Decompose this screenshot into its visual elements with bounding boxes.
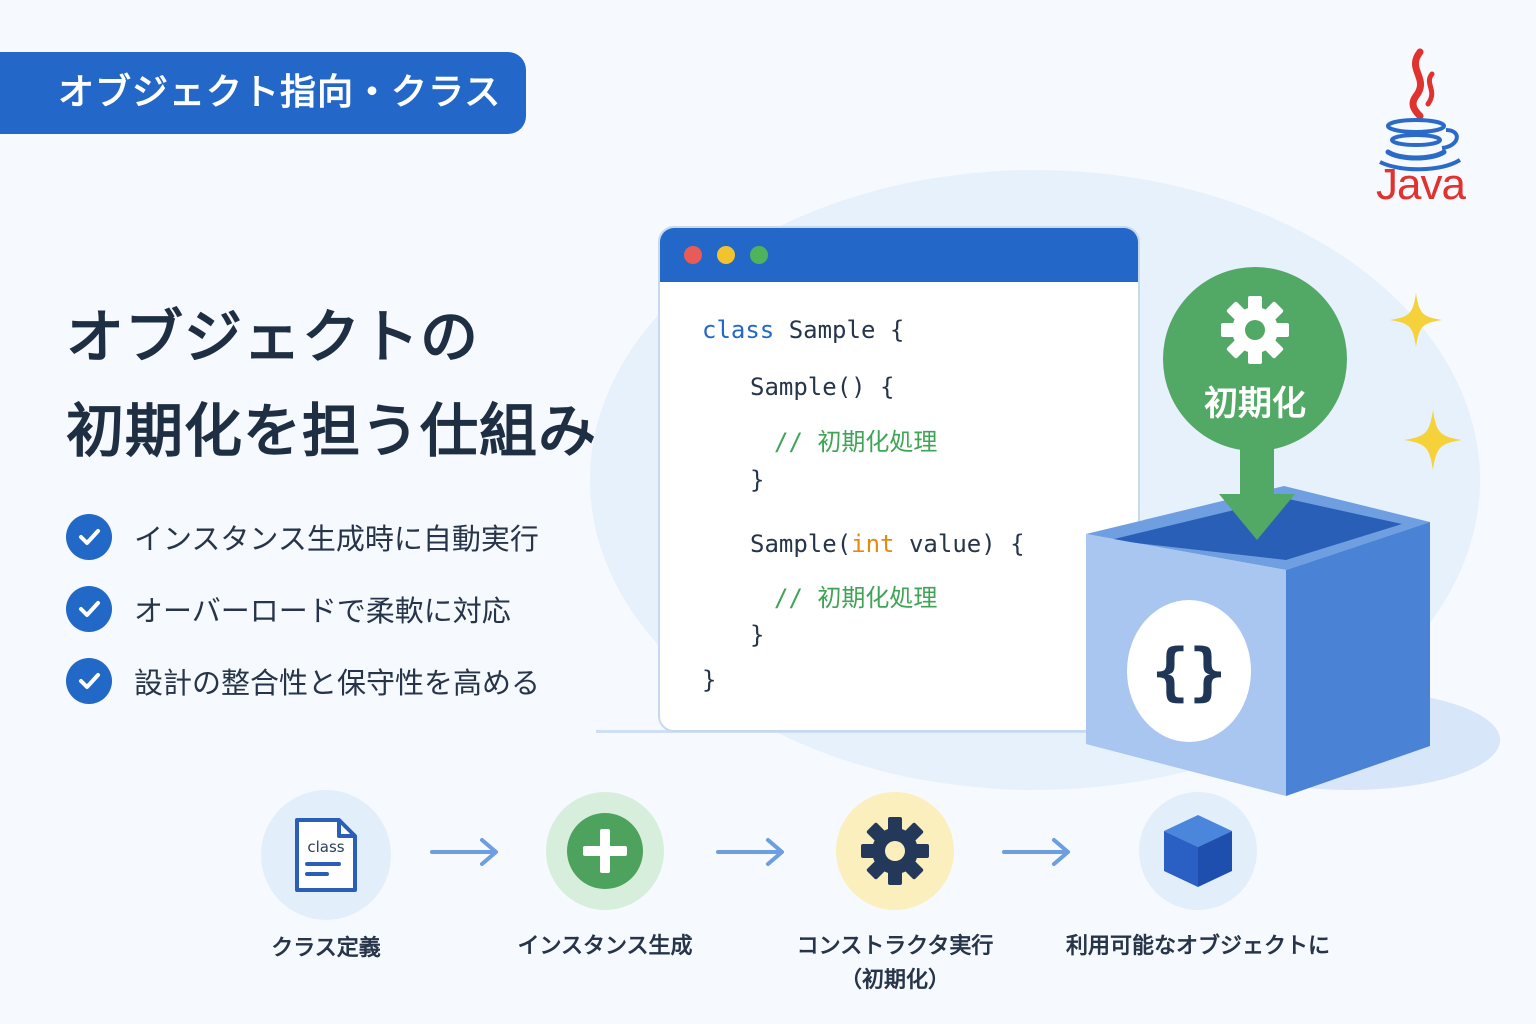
feature-list: インスタンス生成時に自動実行 オーバーロードで柔軟に対応 設計の整合性と保守性を… [66, 512, 540, 728]
window-title-bar [660, 228, 1138, 282]
code-window: class Sample { Sample() { // 初期化処理 } Sam… [658, 226, 1140, 732]
check-icon [66, 658, 112, 704]
code-line-8: } [702, 666, 717, 694]
window-close-dot [684, 246, 702, 264]
category-banner: オブジェクト指向・クラス [0, 52, 526, 134]
plus-icon [567, 813, 643, 889]
check-icon [66, 514, 112, 560]
code-line-7: } [750, 621, 765, 649]
flow-step-label: インスタンス生成 [517, 934, 693, 959]
flow-step-circle [836, 792, 954, 910]
flow-step-circle [1139, 792, 1257, 910]
flow-step-sublabel: （初期化） [839, 968, 950, 993]
init-badge: 初期化 [1163, 267, 1347, 451]
sparkle-icon [1390, 293, 1442, 347]
flow-step-circle [546, 792, 664, 910]
feature-item: 設計の整合性と保守性を高める [66, 656, 540, 706]
code-keyword: class [702, 316, 775, 344]
flow-step-label: コンストラクタ実行 [796, 934, 994, 959]
gear-icon [861, 817, 929, 885]
code-line-2: Sample() { [750, 373, 895, 401]
code-line-1: class Sample { [702, 316, 904, 344]
class-file-icon: class [295, 818, 357, 892]
code-text: Sample { [774, 316, 905, 344]
window-maximize-dot [750, 246, 768, 264]
headline-line-2: 初期化を担う仕組み [66, 397, 598, 465]
code-comment: // 初期化処理 [774, 428, 938, 456]
code-comment: // 初期化処理 [774, 584, 938, 612]
init-badge-label: 初期化 [1204, 383, 1306, 424]
flow-arrow-icon [716, 838, 784, 866]
flow-step-label: 利用可能なオブジェクトに [1065, 934, 1330, 959]
code-type-keyword: int [851, 530, 895, 558]
feature-text: インスタンス生成時に自動実行 [134, 522, 539, 556]
flow-arrow-icon [1002, 838, 1070, 866]
arrow-down-icon [1219, 446, 1295, 540]
braces-icon: {} [1127, 600, 1251, 742]
feature-item: インスタンス生成時に自動実行 [66, 512, 540, 562]
feature-text: 設計の整合性と保守性を高める [134, 666, 541, 700]
gear-icon [1221, 295, 1289, 364]
flow-step-instance-creation: インスタンス生成 [494, 792, 716, 964]
flow-step-constructor-execution: コンストラクタ実行 （初期化） [784, 792, 1006, 998]
java-logo-text: Java [1376, 160, 1466, 209]
sparkle-icon [1404, 410, 1462, 470]
cube-icon [1164, 815, 1232, 887]
flow-step-class-definition: class クラス定義 [226, 790, 426, 966]
code-text: Sample( [750, 530, 852, 558]
headline: オブジェクトの 初期化を担う仕組み [66, 290, 597, 478]
check-icon [66, 586, 112, 632]
flow-step-usable-object: 利用可能なオブジェクトに [1048, 792, 1348, 964]
code-line-4: } [750, 466, 765, 494]
class-file-label: class [307, 838, 344, 856]
window-minimize-dot [717, 246, 735, 264]
code-text: value) { [894, 530, 1025, 558]
flow-step-label: クラス定義 [271, 936, 381, 961]
code-line-5: Sample(int value) { [750, 530, 1025, 558]
java-cup-icon [1379, 48, 1462, 172]
flow-arrow-icon [430, 838, 498, 866]
headline-line-1: オブジェクトの [66, 303, 480, 371]
feature-text: オーバーロードで柔軟に対応 [134, 594, 511, 628]
flow-step-circle: class [261, 790, 391, 920]
feature-item: オーバーロードで柔軟に対応 [66, 584, 540, 634]
